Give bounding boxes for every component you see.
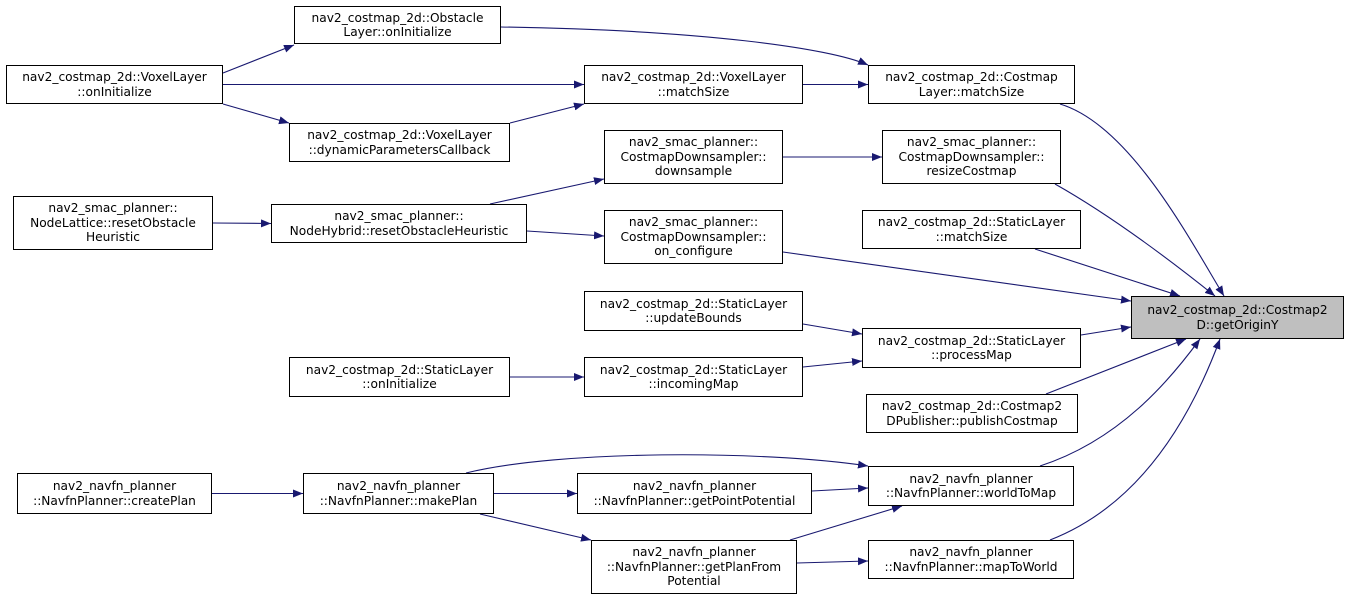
edge-navfn-getpointpotential-to-navfn-worldtomap xyxy=(811,484,869,493)
node-lattice-reset[interactable]: nav2_smac_planner::NodeLattice::resetObs… xyxy=(13,196,213,250)
node-label-line: CostmapDownsampler:: xyxy=(620,229,767,244)
node-voxel-matchsize[interactable]: nav2_costmap_2d::VoxelLayer::matchSize xyxy=(584,65,803,104)
node-label-line: nav2_costmap_2d::StaticLayer xyxy=(305,362,494,377)
node-label-line: NodeHybrid::resetObstacleHeuristic xyxy=(289,223,509,238)
edge-publisher-publish-to-root xyxy=(1045,338,1187,395)
node-label-line: NodeLattice::resetObstacle xyxy=(30,215,196,230)
node-navfn-getpointpotential[interactable]: nav2_navfn_planner::NavfnPlanner::getPoi… xyxy=(577,473,812,514)
node-label-line: ::NavfnPlanner::getPointPotential xyxy=(593,493,796,508)
node-label-line: nav2_costmap_2d::VoxelLayer xyxy=(601,70,786,84)
node-label-line: CostmapDownsampler:: xyxy=(620,149,767,164)
node-label-line: downsample xyxy=(654,164,733,179)
node-hybrid-reset[interactable]: nav2_smac_planner::NodeHybrid::resetObst… xyxy=(271,204,527,243)
node-label-line: ::NavfnPlanner::createPlan xyxy=(33,493,196,508)
node-label-line: nav2_smac_planner:: xyxy=(628,135,759,150)
node-static-processmap[interactable]: nav2_costmap_2d::StaticLayer::processMap xyxy=(862,328,1081,368)
edge-voxel-oninit-to-voxel-dynparams xyxy=(222,103,290,125)
edge-static-updatebounds-to-static-processmap xyxy=(802,323,863,337)
node-label-line: nav2_navfn_planner xyxy=(909,545,1033,559)
edge-downsampler-onconfig-to-root xyxy=(782,251,1132,304)
node-label-line: ::onInitialize xyxy=(77,84,152,99)
node-navfn-worldtomap[interactable]: nav2_navfn_planner::NavfnPlanner::worldT… xyxy=(868,466,1074,506)
node-label-line: DPublisher::publishCostmap xyxy=(886,413,1058,428)
node-label-line: nav2_costmap_2d::StaticLayer xyxy=(877,333,1066,348)
node-label-line: Layer::onInitialize xyxy=(343,25,452,39)
node-static-matchsize[interactable]: nav2_costmap_2d::StaticLayer::matchSize xyxy=(862,210,1081,249)
edge-static-incomingmap-to-static-processmap xyxy=(802,358,863,368)
node-label-line: CostmapDownsampler:: xyxy=(898,149,1045,164)
edge-hybrid-reset-to-downsampler-downsample xyxy=(489,177,605,205)
node-downsampler-onconfig[interactable]: nav2_smac_planner::CostmapDownsampler::o… xyxy=(604,210,783,264)
node-label-line: nav2_smac_planner:: xyxy=(628,215,759,230)
node-label-line: nav2_costmap_2d::Costmap xyxy=(885,70,1058,84)
node-label-line: Heuristic xyxy=(86,230,140,245)
edge-static-processmap-to-root xyxy=(1080,324,1132,336)
node-label-line: D::getOriginY xyxy=(1196,317,1279,332)
node-static-oninit[interactable]: nav2_costmap_2d::StaticLayer::onInitiali… xyxy=(289,357,510,397)
node-label-line: nav2_costmap_2d::VoxelLayer xyxy=(307,128,492,142)
node-downsampler-downsample[interactable]: nav2_smac_planner::CostmapDownsampler::d… xyxy=(604,130,783,184)
node-label-line: ::NavfnPlanner::makePlan xyxy=(319,493,478,508)
edge-navfn-makeplan-to-navfn-getplanfrompotential xyxy=(479,513,592,542)
edge-hybrid-reset-to-downsampler-onconfig xyxy=(526,230,605,240)
edge-navfn-worldtomap-to-root xyxy=(1039,338,1201,467)
node-label-line: nav2_costmap_2d::StaticLayer xyxy=(599,296,788,311)
node-label-line: nav2_costmap_2d::Obstacle xyxy=(311,10,484,25)
edge-voxel-oninit-to-obstacle-oninit xyxy=(222,44,295,74)
node-static-incomingmap[interactable]: nav2_costmap_2d::StaticLayer::incomingMa… xyxy=(584,357,803,397)
node-label-line: Layer::matchSize xyxy=(918,84,1025,99)
edge-navfn-getplanfrompotential-to-navfn-maptoworld xyxy=(796,557,869,566)
node-label-line: nav2_costmap_2d::Costmap2 xyxy=(1147,303,1328,317)
node-label-line: Potential xyxy=(667,574,721,589)
node-label-line: ::matchSize xyxy=(935,229,1008,244)
node-navfn-createplan[interactable]: nav2_navfn_planner::NavfnPlanner::create… xyxy=(17,473,212,514)
node-downsampler-resize[interactable]: nav2_smac_planner::CostmapDownsampler::r… xyxy=(882,130,1061,184)
node-label-line: nav2_smac_planner:: xyxy=(48,201,178,216)
node-label-line: nav2_navfn_planner xyxy=(632,479,757,493)
node-label-line: ::processMap xyxy=(931,348,1012,362)
node-label-line: resizeCostmap xyxy=(926,164,1017,179)
node-label-line: nav2_costmap_2d::StaticLayer xyxy=(877,215,1066,229)
edge-costmaplayer-matchsize-to-root xyxy=(1059,103,1225,297)
edge-navfn-maptoworld-to-root xyxy=(1049,338,1221,541)
node-label-line: nav2_navfn_planner xyxy=(336,479,461,493)
node-label-line: ::incomingMap xyxy=(648,377,739,391)
node-label-line: nav2_smac_planner:: xyxy=(334,209,464,223)
node-label-line: nav2_navfn_planner xyxy=(909,471,1033,486)
edge-static-matchsize-to-root xyxy=(1034,248,1181,297)
node-label-line: ::matchSize xyxy=(657,84,730,99)
edge-downsampler-resize-to-root xyxy=(1054,183,1216,297)
edge-navfn-getplanfrompotential-to-navfn-worldtomap xyxy=(789,505,903,541)
node-label-line: ::NavfnPlanner::mapToWorld xyxy=(884,559,1058,574)
node-label-line: nav2_smac_planner:: xyxy=(906,135,1037,150)
node-label-line: ::NavfnPlanner::worldToMap xyxy=(885,486,1057,500)
node-label-line: ::updateBounds xyxy=(645,311,742,325)
edge-lattice-reset-to-hybrid-reset xyxy=(212,219,272,228)
node-static-updatebounds[interactable]: nav2_costmap_2d::StaticLayer::updateBoun… xyxy=(584,291,803,331)
node-label-line: ::dynamicParametersCallback xyxy=(308,142,491,157)
node-label-line: nav2_costmap_2d::Costmap2 xyxy=(881,399,1063,413)
node-label-line: nav2_costmap_2d::StaticLayer xyxy=(599,362,788,377)
node-navfn-makeplan[interactable]: nav2_navfn_planner::NavfnPlanner::makePl… xyxy=(303,473,494,514)
node-label-line: nav2_navfn_planner xyxy=(632,545,756,560)
node-label-line: ::onInitialize xyxy=(362,377,437,391)
node-label-line: nav2_costmap_2d::VoxelLayer xyxy=(22,70,207,84)
edge-obstacle-oninit-to-costmaplayer-matchsize xyxy=(500,26,869,66)
node-label-line: nav2_navfn_planner xyxy=(52,479,177,493)
edge-navfn-makeplan-to-navfn-worldtomap xyxy=(465,454,869,474)
node-label-line: on_configure xyxy=(654,244,733,259)
node-voxel-dynparams[interactable]: nav2_costmap_2d::VoxelLayer::dynamicPara… xyxy=(289,123,510,162)
node-navfn-getplanfrompotential[interactable]: nav2_navfn_planner::NavfnPlanner::getPla… xyxy=(591,540,797,594)
node-voxel-oninit[interactable]: nav2_costmap_2d::VoxelLayer::onInitializ… xyxy=(6,65,223,104)
edge-voxel-dynparams-to-voxel-matchsize xyxy=(509,102,585,124)
node-label-line: ::NavfnPlanner::getPlanFrom xyxy=(606,559,782,574)
node-navfn-maptoworld[interactable]: nav2_navfn_planner::NavfnPlanner::mapToW… xyxy=(868,540,1074,579)
